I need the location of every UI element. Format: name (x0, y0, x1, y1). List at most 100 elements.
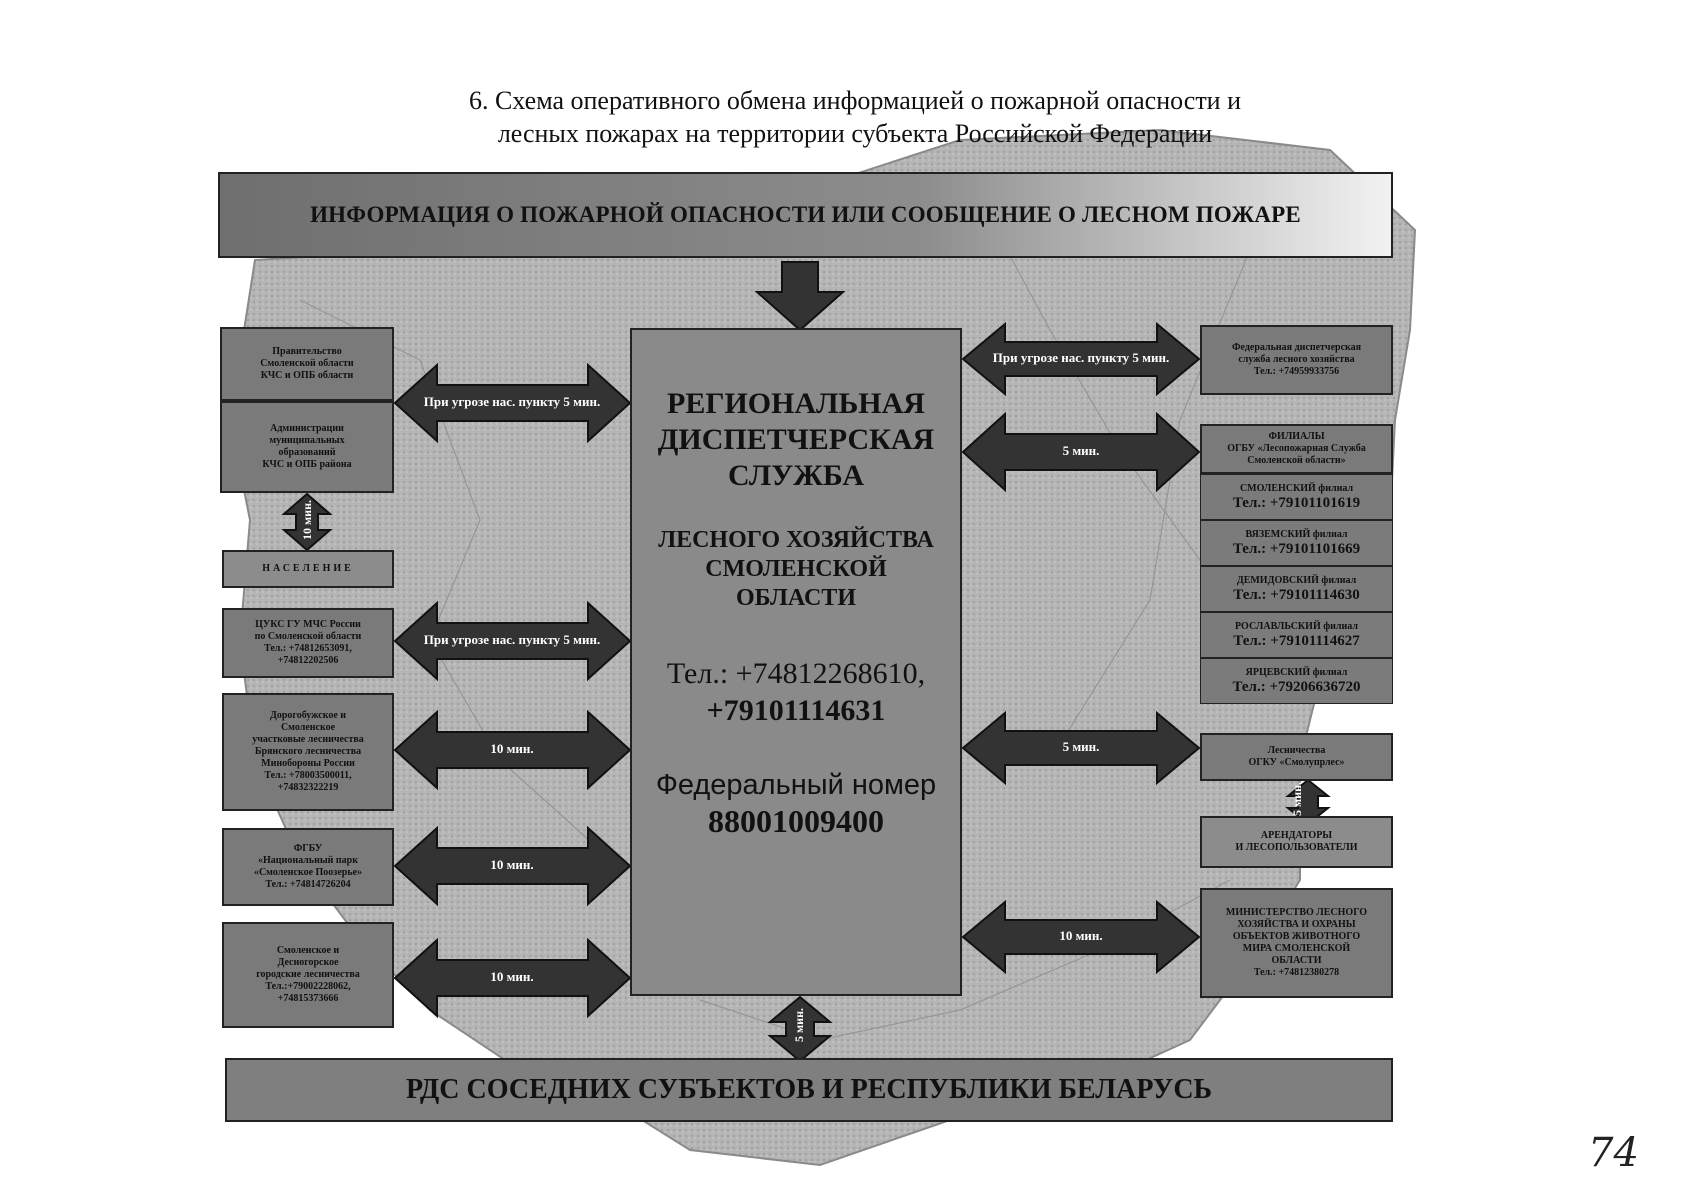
national-park-line: Тел.: +74814726204 (265, 879, 351, 890)
ministry-line: ОБЪЕКТОВ ЖИВОТНОГО (1232, 931, 1361, 942)
lessees-line: И ЛЕСОПОЛЬЗОВАТЕЛИ (1235, 842, 1358, 853)
arrow-label-left-2: При угрозе нас. пункту 5 мин. (423, 632, 601, 647)
bottom-arrow-label: 5 мин. (792, 1008, 806, 1043)
center-heading-line: СЛУЖБА (727, 459, 865, 492)
lessees-line: АРЕНДАТОРЫ (1260, 830, 1333, 841)
top-banner-text: ИНФОРМАЦИЯ О ПОЖАРНОЙ ОПАСНОСТИ ИЛИ СООБ… (310, 202, 1301, 227)
branch-name: РОСЛАВЛЬСКИЙ филиал (1235, 620, 1358, 632)
federal-dispatch-line: Федеральная диспетчерская (1231, 342, 1362, 353)
center-subheading-line: ОБЛАСТИ (736, 585, 856, 611)
administrations-line: Администрации (270, 423, 344, 434)
branch-roslavl: РОСЛАВЛЬСКИЙ филиал Тел.: +79101114627 (1200, 612, 1393, 658)
branch-phone: Тел.: +79101114627 (1233, 632, 1360, 649)
government-line: Правительство (272, 346, 342, 357)
lessees-box: АРЕНДАТОРЫ И ЛЕСОПОЛЬЗОВАТЕЛИ (1200, 816, 1393, 868)
defense-forestries-line: участковые лесничества (252, 734, 364, 745)
municipal-administrations-box: Администрации муниципальных образований … (220, 401, 394, 493)
arrow-label-right-2: 5 мин. (1062, 443, 1100, 458)
center-phone-line: +79101114631 (706, 694, 886, 727)
city-forestries-line: городские лесничества (256, 969, 360, 980)
branch-phone: Тел.: +79101114630 (1233, 586, 1360, 603)
branch-phone: Тел.: +79101101669 (1232, 540, 1361, 557)
branch-smolensk: СМОЛЕНСКИЙ филиал Тел.: +79101101619 (1200, 474, 1393, 520)
ministry-line: ОБЛАСТИ (1271, 955, 1322, 966)
federal-dispatch-line: Тел.: +74959933756 (1253, 366, 1340, 377)
administrations-line: КЧС и ОПБ района (262, 459, 352, 470)
document-title: 6. Схема оперативного обмена информацией… (330, 84, 1380, 150)
regional-dispatch-service: РЕГИОНАЛЬНАЯ ДИСПЕТЧЕРСКАЯ СЛУЖБА ЛЕСНОГ… (630, 328, 962, 996)
double-arrow-right-2 (961, 411, 1201, 493)
arrow-label-left-5: 10 мин. (490, 969, 534, 984)
defense-forestries-line: Тел.: +78003500011, (264, 770, 352, 781)
ministry-line: МИРА СМОЛЕНСКОЙ (1242, 943, 1351, 954)
emergency-ministry-line: Тел.: +74812653091, (264, 643, 352, 654)
bottom-banner: РДС СОСЕДНИХ СУБЪЕКТОВ И РЕСПУБЛИКИ БЕЛА… (225, 1058, 1393, 1122)
government-box: Правительство Смоленской области КЧС и О… (220, 327, 394, 401)
defense-forestries-line: +74832322219 (277, 782, 339, 793)
center-subheading-line: СМОЛЕНСКОЙ (705, 556, 887, 582)
federal-dispatch-box: Федеральная диспетчерская служба лесного… (1200, 325, 1393, 395)
federal-dispatch-line: служба лесного хозяйства (1238, 354, 1355, 365)
arrow-label-left-3: 10 мин. (490, 741, 534, 756)
arrow-label-right-1: При угрозе нас. пункту 5 мин. (992, 350, 1170, 365)
national-park-line: ФГБУ (293, 843, 323, 854)
branch-name: ДЕМИДОВСКИЙ филиал (1236, 574, 1357, 586)
defense-forestries-line: Смоленское (280, 722, 336, 733)
national-park-line: «Смоленское Поозерье» (253, 867, 363, 878)
center-heading-line: ДИСПЕТЧЕРСКАЯ (657, 423, 935, 456)
center-phones: Тел.: +74812268610, +79101114631 (632, 655, 960, 729)
branch-yartsevo: ЯРЦЕВСКИЙ филиал Тел.: +79206636720 (1200, 658, 1393, 704)
national-park-line: «Национальный парк (258, 855, 358, 866)
government-line: КЧС и ОПБ области (260, 370, 354, 381)
emergency-ministry-line: по Смоленской области (254, 631, 362, 642)
ministry-line: МИНИСТЕРСТВО ЛЕСНОГО (1225, 907, 1368, 918)
branch-name: ВЯЗЕМСКИЙ филиал (1245, 528, 1348, 540)
branch-name: ЯРЦЕВСКИЙ филиал (1245, 666, 1348, 678)
ministry-box: МИНИСТЕРСТВО ЛЕСНОГО ХОЗЯЙСТВА И ОХРАНЫ … (1200, 888, 1393, 998)
emergency-ministry-line: +74812202506 (277, 655, 339, 666)
center-subheading: ЛЕСНОГО ХОЗЯЙСТВА СМОЛЕНСКОЙ ОБЛАСТИ (632, 526, 960, 613)
branch-vyazma: ВЯЗЕМСКИЙ филиал Тел.: +79101101669 (1200, 520, 1393, 566)
branches-header-line: ОГБУ «Лесопожарная Служба (1227, 443, 1366, 454)
arrow-label-left-1: При угрозе нас. пункту 5 мин. (423, 394, 601, 409)
city-forestries-line: +74815373666 (277, 993, 339, 1004)
center-phone-line: Тел.: +74812268610, (666, 657, 926, 690)
national-park-box: ФГБУ «Национальный парк «Смоленское Пооз… (222, 828, 394, 906)
center-heading: РЕГИОНАЛЬНАЯ ДИСПЕТЧЕРСКАЯ СЛУЖБА (632, 386, 960, 494)
city-forestries-box: Смоленское и Десногорское городские лесн… (222, 922, 394, 1028)
arrow-label-right-3: 5 мин. (1062, 739, 1100, 754)
center-subheading-line: ЛЕСНОГО ХОЗЯЙСТВА (658, 527, 934, 553)
double-arrow-right-3 (961, 710, 1201, 786)
defense-forestries-line: Дорогобужское и (269, 710, 347, 721)
down-arrow-top (754, 261, 846, 332)
city-forestries-line: Смоленское и (276, 945, 340, 956)
population-arrow-label: 10 мин. (300, 500, 314, 541)
forestries-box: Лесничества ОГКУ «Смолупрлес» (1200, 733, 1393, 781)
forestries-line: ОГКУ «Смолупрлес» (1248, 757, 1345, 768)
federal-number-label: Федеральный номер (655, 769, 937, 801)
population-box: НАСЕЛЕНИЕ (222, 550, 394, 588)
defense-forestries-box: Дорогобужское и Смоленское участковые ле… (222, 693, 394, 811)
federal-number: 88001009400 (708, 803, 884, 839)
forestries-line: Лесничества (1267, 745, 1326, 756)
population-label: НАСЕЛЕНИЕ (262, 563, 354, 574)
branch-name: СМОЛЕНСКИЙ филиал (1239, 482, 1354, 494)
branch-demidov: ДЕМИДОВСКИЙ филиал Тел.: +79101114630 (1200, 566, 1393, 612)
arrow-label-right-4: 10 мин. (1059, 928, 1103, 943)
branches-header-line: ФИЛИАЛЫ (1268, 431, 1325, 442)
branches-header-box: ФИЛИАЛЫ ОГБУ «Лесопожарная Служба Смолен… (1200, 424, 1393, 474)
administrations-line: образований (278, 447, 336, 458)
emergency-ministry-line: ЦУКС ГУ МЧС России (255, 619, 361, 630)
branch-phone: Тел.: +79206636720 (1232, 678, 1361, 695)
government-line: Смоленской области (260, 358, 354, 369)
city-forestries-line: Десногорское (277, 957, 339, 968)
title-line-1: 6. Схема оперативного обмена информацией… (468, 86, 1242, 115)
bottom-banner-text: РДС СОСЕДНИХ СУБЪЕКТОВ И РЕСПУБЛИКИ БЕЛА… (405, 1074, 1213, 1105)
branch-phone: Тел.: +79101101619 (1232, 494, 1361, 511)
administrations-line: муниципальных (269, 435, 345, 446)
city-forestries-line: Тел.:+79002228062, (265, 981, 351, 992)
defense-forestries-line: Минобороны России (261, 758, 355, 769)
branches-header-line: Смоленской области» (1247, 455, 1346, 466)
arrow-label-left-4: 10 мин. (490, 857, 534, 872)
page-number: 74 (1588, 1130, 1639, 1176)
